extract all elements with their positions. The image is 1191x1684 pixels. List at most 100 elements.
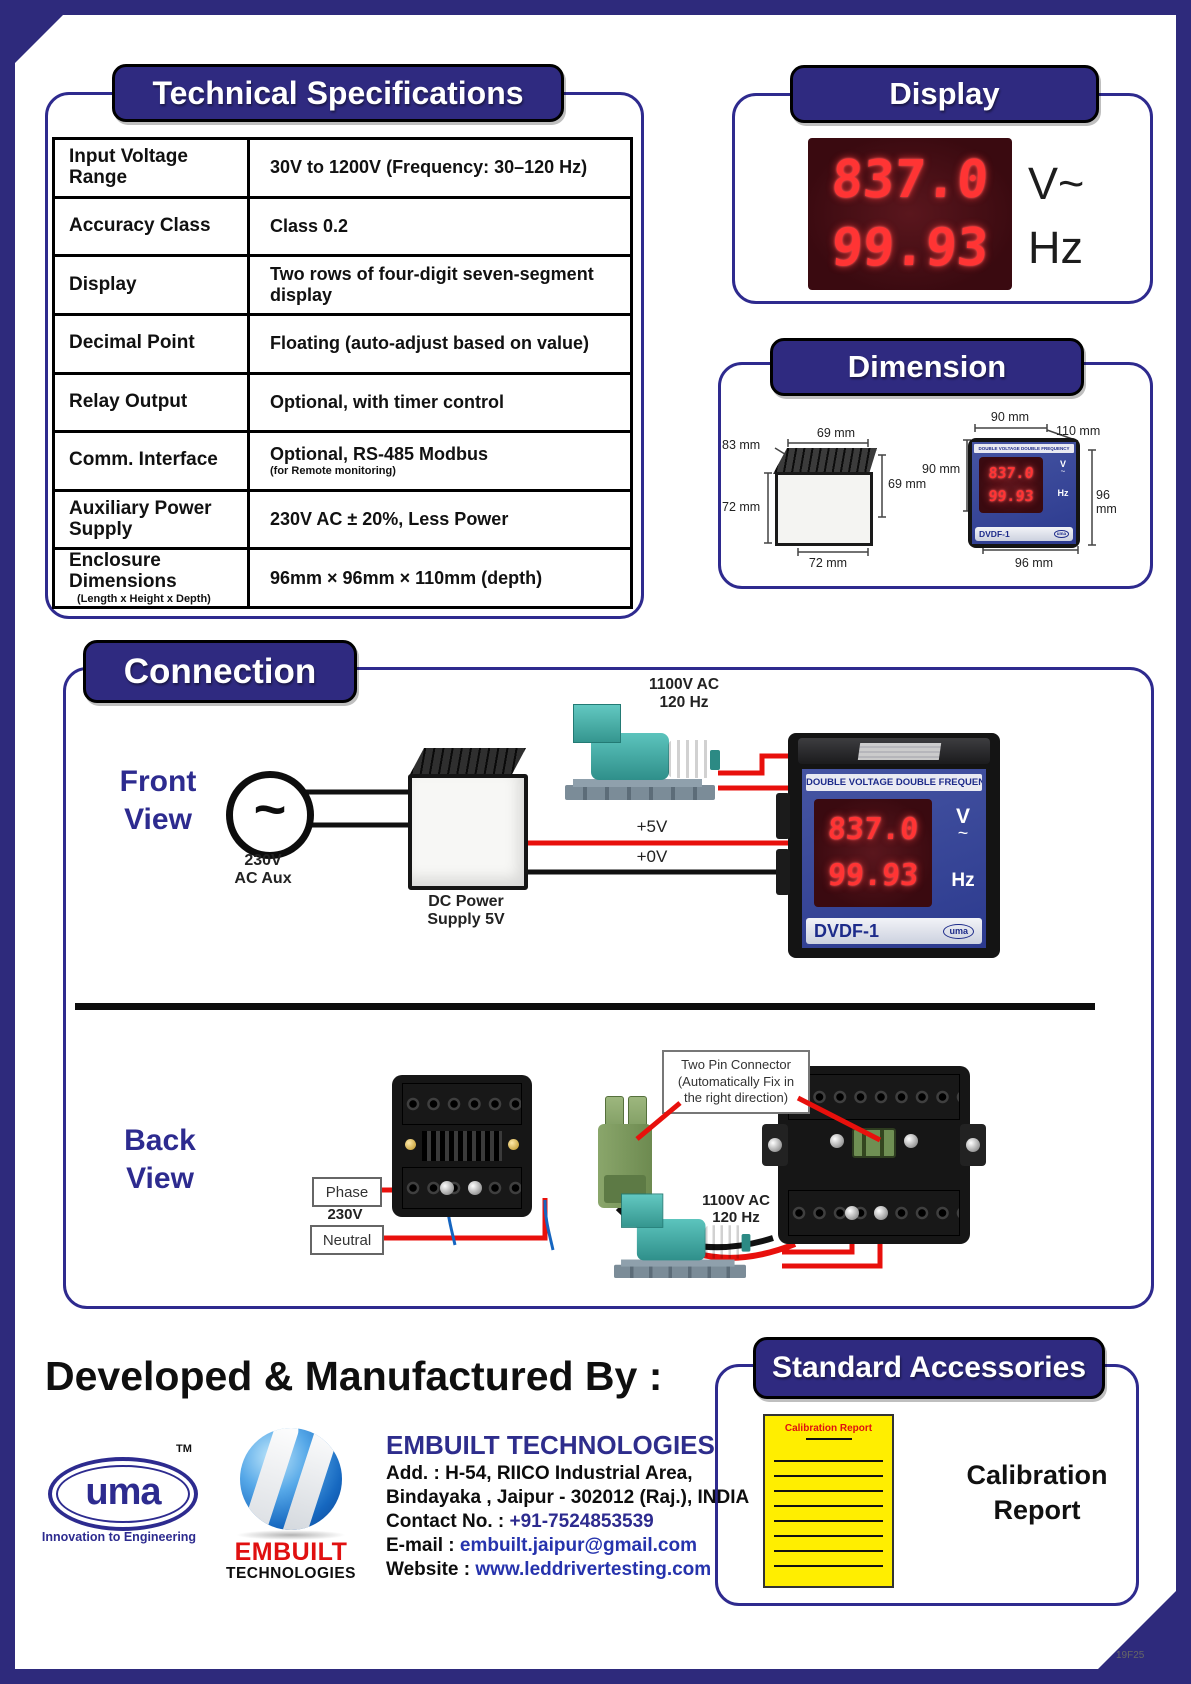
- brand-logo: uma: [1053, 529, 1069, 539]
- terminal-row-bottom: [402, 1167, 522, 1209]
- phase-tag-label: Phase: [325, 1183, 369, 1201]
- socket-screw: [904, 1134, 918, 1148]
- generator-front-view: [565, 700, 720, 800]
- row-value-subtext: (for Remote monitoring): [270, 464, 396, 477]
- row-value: 230V AC ± 20%, Less Power: [250, 492, 630, 548]
- embuilt-logo-icon: [240, 1428, 342, 1530]
- meter-display: 837.0 99.93: [814, 799, 932, 907]
- generator-box: [573, 704, 621, 743]
- row-label: Input Voltage Range: [55, 140, 250, 196]
- bracket-screw: [768, 1138, 782, 1152]
- two-pin-socket: [852, 1128, 896, 1158]
- generator-shaft: [741, 1234, 751, 1252]
- company-address-line2: Bindayaka , Jaipur - 302012 (Raj.), INDI…: [386, 1487, 750, 1508]
- phase-terminal-screw: [440, 1181, 454, 1195]
- meter-sticker: [858, 743, 942, 760]
- brand-logo: uma: [943, 923, 974, 939]
- wire-0v-label: +0V: [636, 847, 668, 866]
- logo-shadow: [236, 1530, 346, 1540]
- row-value-text: 230V AC ± 20%, Less Power: [270, 509, 509, 530]
- generator-box: [621, 1193, 664, 1228]
- meter-model-label: DVDF-1: [979, 529, 1010, 539]
- row-value-text: Floating (auto-adjust based on value): [270, 333, 590, 354]
- row-label-text: Enclosure Dimensions: [69, 550, 177, 593]
- meter-header-text: DOUBLE VOLTAGE DOUBLE FREQUENCY: [806, 774, 982, 791]
- row-label: Comm. Interface: [55, 433, 250, 489]
- display-title: Display: [790, 65, 1099, 123]
- website-line: Website : www.leddrivertesting.com: [386, 1559, 711, 1581]
- contact-line: Contact No. : +91-7524853539: [386, 1511, 654, 1533]
- section-divider: [75, 1003, 1095, 1010]
- website-link[interactable]: www.leddrivertesting.com: [475, 1559, 712, 1580]
- dim-line-back-bottom: [797, 548, 869, 556]
- row-value-text: 30V to 1200V (Frequency: 30–120 Hz): [270, 157, 588, 178]
- hertz-unit-label: Hz: [1028, 222, 1083, 273]
- row-value: 30V to 1200V (Frequency: 30–120 Hz): [250, 140, 630, 196]
- company-name: EMBUILT TECHNOLOGIES: [386, 1430, 715, 1460]
- page-code: 19F25: [1116, 1650, 1145, 1661]
- dim-line-back-top: [787, 439, 869, 447]
- terminal-row-top: [788, 1074, 960, 1120]
- dim-front-right: 96 mm: [1096, 488, 1117, 517]
- mount-screw: [508, 1139, 519, 1150]
- dvdf-meter-front: DOUBLE VOLTAGE DOUBLE FREQUENCY 837.0 99…: [776, 733, 1000, 958]
- row-value: Class 0.2: [250, 199, 630, 255]
- meter-ac-symbol: ~: [957, 823, 969, 843]
- seven-segment-display: 837.0 99.93: [808, 138, 1012, 290]
- contact-number[interactable]: +91-7524853539: [509, 1511, 654, 1532]
- tech-specs-table: Input Voltage Range 30V to 1200V (Freque…: [52, 137, 633, 609]
- meter-face: DOUBLE VOLTAGE DOUBLE FREQUENCY 837.0 99…: [802, 769, 986, 948]
- generator-base: [565, 785, 715, 800]
- mount-bracket: [960, 1124, 986, 1166]
- meter-mount-fin: [776, 793, 790, 839]
- meter-volts-value: 837.0: [987, 463, 1035, 482]
- meter-display: 837.0 99.93: [979, 457, 1043, 513]
- connector-note: Two Pin Connector (Automatically Fix in …: [662, 1050, 810, 1114]
- display-title-label: Display: [889, 76, 1000, 111]
- blue-wire-2: [543, 1199, 555, 1251]
- generator-skid: [573, 779, 702, 787]
- row-label-text: Decimal Point: [69, 332, 195, 354]
- dim-line-front-top: [974, 424, 1048, 432]
- dim-line-back-left: [764, 472, 772, 544]
- ac-tilde-glyph: ~: [253, 776, 287, 840]
- vent-slots: [422, 1131, 502, 1161]
- dimension-title-label: Dimension: [847, 349, 1007, 384]
- neutral-tag-label: Neutral: [322, 1231, 372, 1249]
- meter-hz-unit: Hz: [1057, 488, 1069, 498]
- ac-aux-label: 230V AC Aux: [234, 852, 292, 887]
- manufactured-by-heading: Developed & Manufactured By :: [45, 1353, 663, 1399]
- dim-front-bottom: 96 mm: [1014, 556, 1054, 570]
- meter-hz-unit: Hz: [951, 870, 975, 891]
- contact-label: Contact No. :: [386, 1511, 510, 1532]
- email-label: E-mail :: [386, 1535, 460, 1556]
- meter-back-small: [392, 1075, 532, 1217]
- row-label: Relay Output: [55, 374, 250, 431]
- row-label: Enclosure Dimensions(Length x Height x D…: [55, 550, 250, 606]
- paper-lines: [774, 1460, 883, 1578]
- row-value-text: Two rows of four-digit seven-segment dis…: [270, 264, 594, 306]
- meter-top-band: [798, 738, 990, 764]
- uma-logo-inner-ring: [56, 1465, 190, 1523]
- dim-back-bottom: 72 mm: [808, 556, 848, 570]
- meter-ac-symbol: ~: [1060, 467, 1066, 476]
- dc-supply-top: [408, 748, 526, 778]
- dimension-line-group: [764, 424, 1096, 556]
- table-row: Enclosure Dimensions(Length x Height x D…: [55, 550, 630, 606]
- row-label: Decimal Point: [55, 315, 250, 372]
- meter-back-face: [775, 472, 873, 546]
- supply-terminal-screw: [845, 1206, 859, 1220]
- email-link[interactable]: embuilt.jaipur@gmail.com: [459, 1535, 697, 1556]
- back-view-label: Back View: [124, 1124, 196, 1195]
- uma-tagline: Innovation to Engineering: [41, 1530, 197, 1544]
- row-value-text: Optional, RS-485 Modbus: [270, 444, 489, 465]
- dimension-lines: [764, 424, 1096, 556]
- accessories-caption: Calibration Report: [966, 1460, 1108, 1526]
- connection-title: Connection: [83, 640, 357, 703]
- embuilt-logo-line1: EMBUILT: [234, 1538, 348, 1566]
- row-value: 96mm × 96mm × 110mm (depth): [250, 550, 630, 606]
- generator-base: [614, 1264, 746, 1278]
- phase-tag: Phase: [312, 1177, 382, 1207]
- row-label-text: Auxiliary Power Supply: [69, 497, 212, 540]
